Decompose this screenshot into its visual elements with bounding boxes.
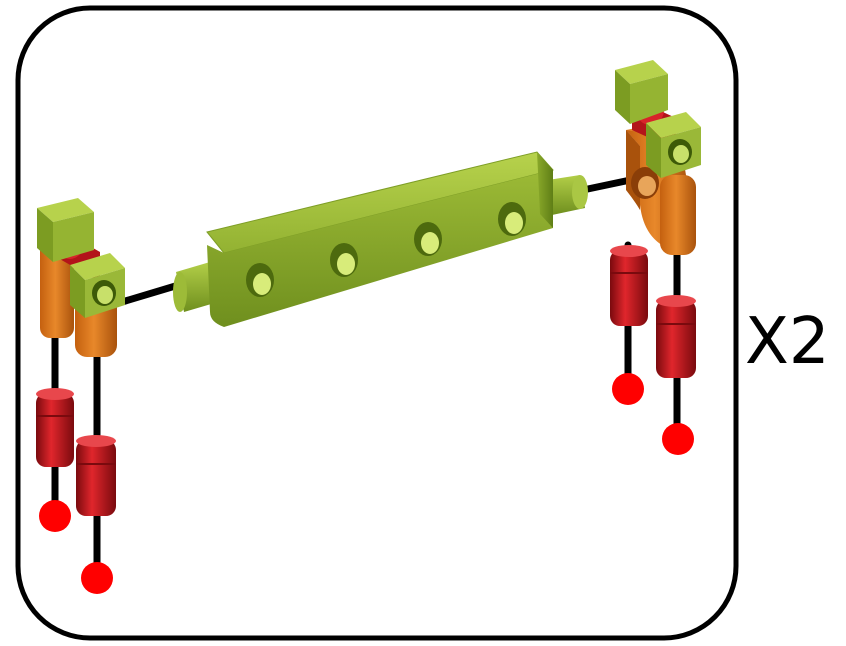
right-red-cylinder-front: [656, 295, 696, 378]
right-front-green-cube: [646, 112, 701, 178]
right-back-green-cube: [615, 60, 668, 124]
frame-border: [15, 5, 739, 641]
left-endpoint-marker-front: [81, 562, 113, 594]
right-endpoint-marker-back: [612, 373, 644, 405]
right-bracket-assembly: [610, 60, 701, 455]
right-red-cylinder-back: [610, 245, 648, 326]
left-red-cylinder-front: [76, 435, 116, 516]
left-front-green-cube: [70, 253, 125, 318]
beam-left-peg: [173, 262, 218, 312]
right-endpoint-marker-front: [662, 423, 694, 455]
quantity-label: X2: [745, 305, 830, 379]
left-back-orange-post: [40, 240, 74, 338]
green-beam-block: [173, 151, 588, 327]
left-bracket-assembly: [36, 198, 125, 594]
beam-holes: [246, 202, 526, 297]
left-back-green-cube: [37, 198, 94, 262]
left-endpoint-marker-back: [39, 500, 71, 532]
beam-right-peg: [548, 175, 588, 215]
left-red-cylinder-back: [36, 388, 74, 467]
